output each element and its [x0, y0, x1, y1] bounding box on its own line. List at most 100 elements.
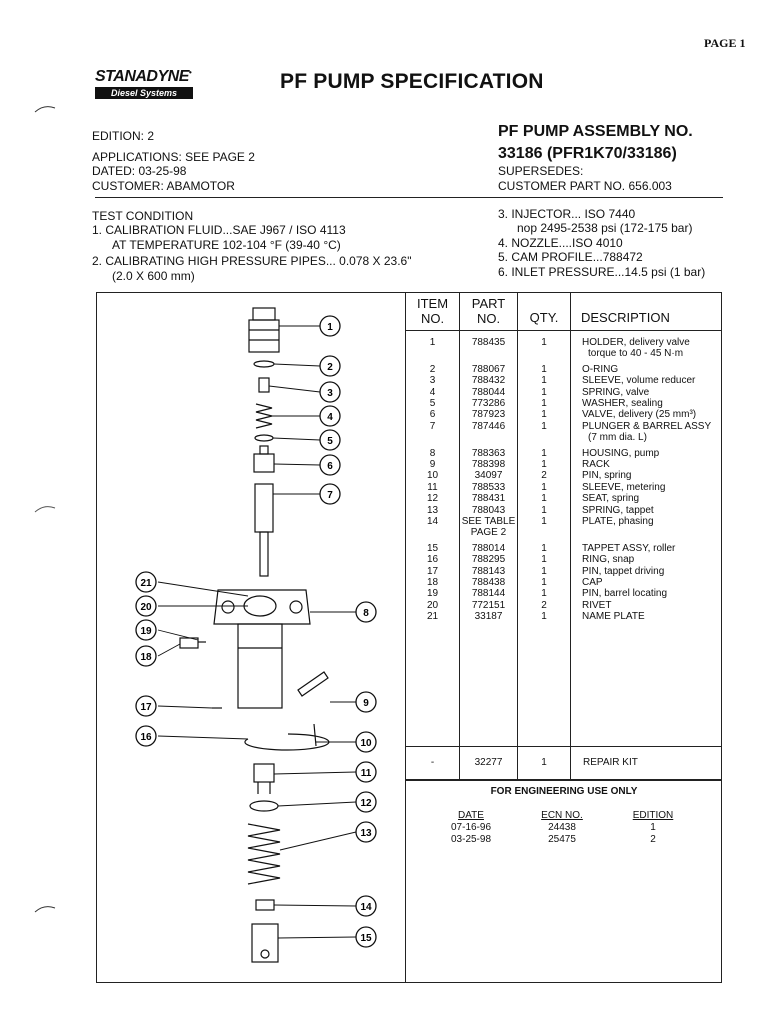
callout-label: 8 [363, 608, 369, 619]
table-cell-item: 1 [429, 337, 436, 348]
test-condition-3b: nop 2495-2538 psi (172-175 bar) [517, 221, 693, 235]
table-cell-part: 788438 [471, 577, 506, 588]
callout-label: 11 [361, 768, 372, 779]
part-phasing-plate [255, 899, 275, 911]
table-cell-item: 7 [429, 420, 436, 432]
callout-circle [319, 429, 341, 451]
part-holder-body [248, 319, 280, 353]
callout-circle [135, 571, 157, 593]
callout-label: 6 [327, 461, 333, 472]
eng-date-2: 03-25-98 [450, 834, 492, 845]
table-cell-qty: 1 [541, 337, 547, 348]
table-cell-item: 8 [429, 447, 436, 459]
callout-circle [319, 483, 341, 505]
table-cell-part: 788143 [471, 565, 506, 577]
test-condition-heading: TEST CONDITION [92, 209, 194, 223]
table-cell-part: 33187 [474, 611, 503, 623]
callout-label: 9 [363, 698, 369, 709]
header-description: DESCRIPTION [581, 310, 670, 325]
table-cell-part: 788067 [471, 363, 506, 375]
table-cell-desc: HOLDER, delivery valve [582, 337, 690, 348]
callout-circle [319, 315, 341, 337]
part-tappet-spring [247, 823, 281, 885]
eng-edition-column: EDITION 1 2 [618, 810, 688, 846]
test-condition-5: 5. CAM PROFILE...788472 [498, 250, 643, 264]
table-cell-item: 14 [426, 516, 439, 527]
eng-ecn-column: ECN NO. 24438 25475 [527, 810, 597, 846]
repair-kit-part: 32277 [474, 757, 503, 768]
callout-circle [319, 405, 341, 427]
part-housing-body [237, 623, 283, 709]
eng-date-column: DATE 07-16-96 03-25-98 [436, 810, 506, 846]
table-cell-item: 20 [426, 599, 439, 611]
table-cell-qty: 1 [541, 611, 547, 623]
kit-row-divider [405, 746, 722, 747]
table-cell-part: 788431 [471, 493, 506, 505]
callout-label: 13 [360, 828, 372, 839]
table-cell-part: 788533 [471, 481, 506, 493]
callout-circle [355, 761, 377, 783]
dated-info: DATED: 03-25-98 [92, 164, 187, 178]
table-cell-part: 34097 [474, 470, 503, 482]
header-item-no: ITEM NO. [416, 296, 449, 326]
table-cell-item: 18 [426, 577, 439, 588]
page-number: PAGE 1 [704, 36, 746, 50]
callout-circle [355, 731, 377, 753]
callout-circle [319, 381, 341, 403]
table-cell-desc: PLUNGER & BARREL ASSY [582, 420, 712, 432]
table-cell-qty: 1 [541, 493, 547, 505]
table-cell-qty: 1 [541, 504, 547, 516]
callout-label: 4 [327, 412, 333, 423]
table-cell-part: 773286 [471, 398, 506, 409]
table-cell-qty: 1 [541, 542, 547, 554]
callout-label: 20 [140, 602, 152, 613]
table-cell-qty: 1 [541, 363, 547, 375]
table-cell-desc: SEAT, spring [582, 493, 640, 505]
header-part-no: PART NO. [471, 296, 506, 326]
part-valve-spring [255, 403, 273, 429]
callout-circle [135, 725, 157, 747]
table-cell-part: 788363 [471, 447, 506, 459]
edition-info: EDITION: 2 [92, 129, 155, 143]
part-barrel [254, 483, 274, 533]
table-cell-desc: WASHER, sealing [582, 398, 663, 409]
table-cell-desc: RACK [582, 459, 610, 470]
callout-label: 12 [360, 798, 372, 809]
table-cell-part: 788435 [471, 337, 506, 348]
callout-label: 10 [360, 738, 372, 749]
callout-circle [355, 601, 377, 623]
table-cell-part: 788144 [471, 588, 506, 600]
table-cell-desc: RING, snap [582, 554, 635, 566]
table-cell-desc: CAP [582, 577, 603, 588]
table-cell-desc: VALVE, delivery (25 mm³) [582, 409, 697, 421]
table-cell-part: 788014 [471, 542, 506, 554]
part-housing-flange [213, 589, 311, 625]
repair-kit-item: - [430, 757, 435, 768]
table-cell-qty: 1 [541, 375, 547, 387]
brand-name: STANADYNE [95, 68, 189, 85]
col-divider-item [459, 293, 460, 779]
table-cell-qty: 1 [541, 409, 547, 421]
table-cell-part: 788295 [471, 554, 506, 566]
table-cell-item: 12 [426, 493, 439, 505]
table-cell-desc: torque to 40 - 45 N·m [588, 348, 684, 360]
table-cell-desc: SLEEVE, volume reducer [582, 375, 696, 387]
part-spring-pin [313, 723, 317, 747]
part-spring-seat [249, 800, 279, 812]
applications-info: APPLICATIONS: SEE PAGE 2 [92, 150, 255, 164]
logo-mark: • [188, 68, 192, 77]
table-cell-part: 787923 [471, 409, 506, 421]
table-cell-item: 9 [429, 459, 436, 470]
page-title: PF PUMP SPECIFICATION [280, 70, 544, 93]
callout-label: 14 [360, 902, 372, 913]
header-divider [95, 197, 723, 198]
callout-circle [135, 595, 157, 617]
col-divider-part [517, 293, 518, 779]
table-cell-desc: PLATE, phasing [582, 516, 654, 527]
callout-circle [355, 895, 377, 917]
table-cell-qty: 1 [541, 398, 547, 409]
test-condition-1: 1. CALIBRATION FLUID...SAE J967 / ISO 41… [92, 223, 346, 237]
table-cell-desc: (7 mm dia. L) [588, 432, 647, 444]
assembly-title-line1: PF PUMP ASSEMBLY NO. [498, 123, 693, 140]
